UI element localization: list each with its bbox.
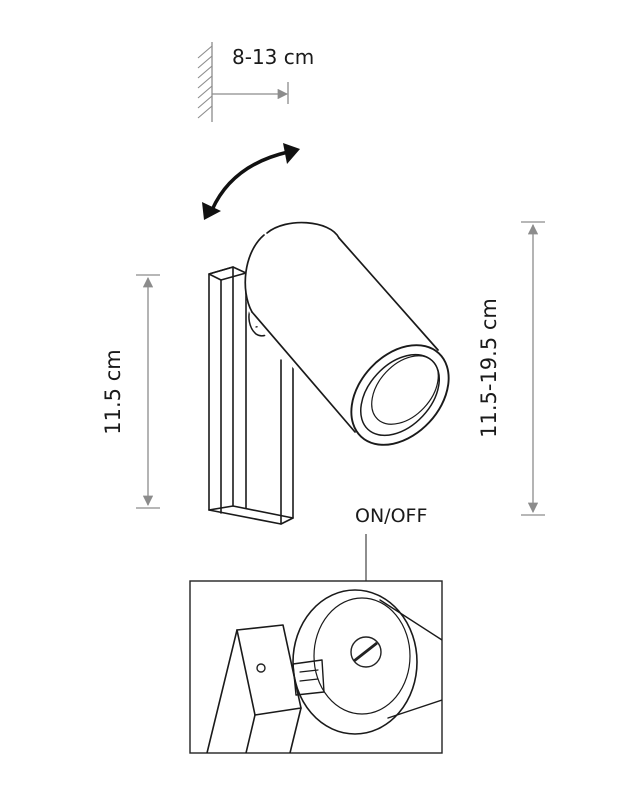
wall-distance-label: 8-13 cm (232, 45, 314, 69)
mount-height-label: 11.5 cm (101, 349, 125, 434)
switch-detail-inset (189, 580, 443, 754)
wall-lamp (208, 221, 450, 525)
lamp-cylinder (244, 221, 450, 446)
detail-frame (189, 580, 443, 754)
wall-distance-dimension: 8-13 cm (197, 42, 314, 122)
switch-knob (350, 636, 382, 668)
wall-hatching (197, 45, 213, 119)
total-height-dimension: 11.5-19.5 cm (477, 221, 545, 516)
mount-height-dimension: 11.5 cm (101, 274, 160, 509)
total-height-label: 11.5-19.5 cm (477, 298, 501, 438)
switch-label: ON/OFF (355, 505, 427, 527)
screw-hole-icon (256, 663, 266, 673)
rotation-arrow-icon (202, 143, 300, 220)
wall-plate (208, 266, 294, 525)
